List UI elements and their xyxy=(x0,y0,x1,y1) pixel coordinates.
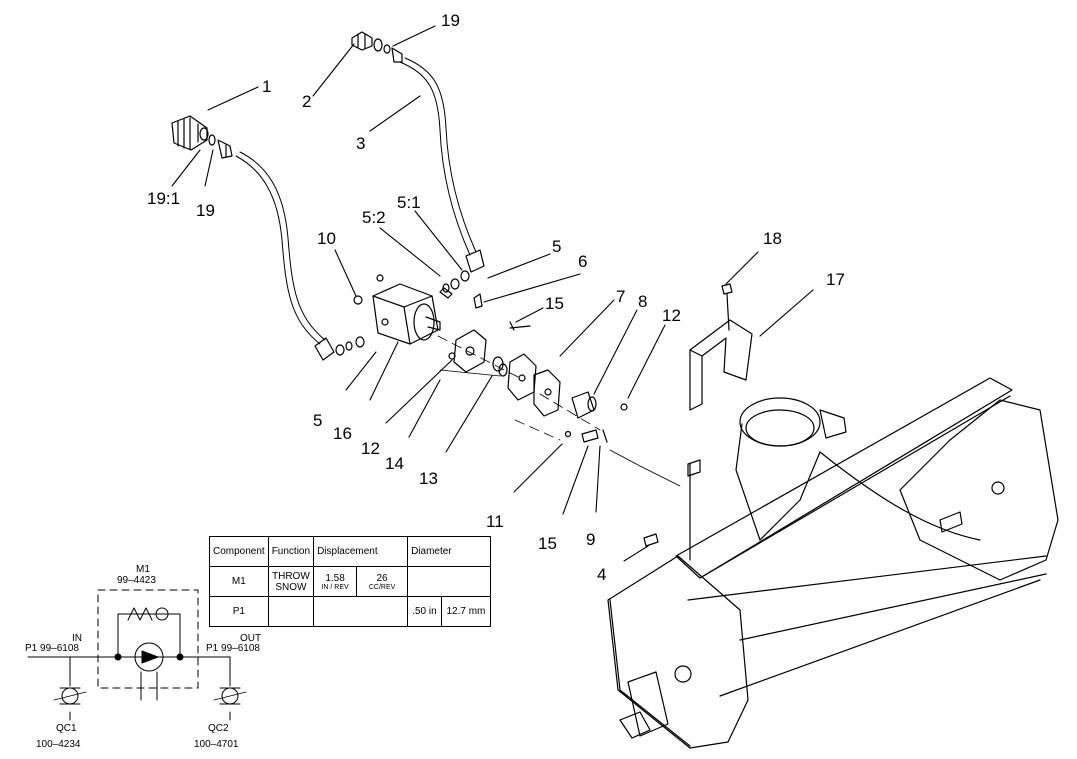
cell-diameter-empty xyxy=(407,566,492,597)
qc2-part-label: 100–4701 xyxy=(194,739,239,750)
component-spec-table: Component Function Displacement Diameter… xyxy=(209,536,492,627)
header-diameter: Diameter xyxy=(407,536,492,567)
cell-displacement-cc: 26 CC/REV xyxy=(356,566,409,597)
callout-3: 3 xyxy=(356,134,366,153)
callout-16: 16 xyxy=(333,424,352,443)
callout-5-top: 5 xyxy=(552,237,562,256)
callout-14: 14 xyxy=(385,454,404,473)
snowblower-housing xyxy=(607,377,1059,749)
callout-5-1: 5:1 xyxy=(397,193,421,212)
cell-displacement-in: 1.58 IN / REV xyxy=(313,566,358,597)
quick-coupler-1 xyxy=(171,115,233,159)
qc1-part-label: 100–4234 xyxy=(36,739,81,750)
hydraulic-motor xyxy=(353,274,441,345)
hose-left xyxy=(235,151,365,361)
header-displacement: Displacement xyxy=(313,536,409,567)
hydraulic-schematic xyxy=(27,589,247,721)
callout-10: 10 xyxy=(317,229,336,248)
callout-7: 7 xyxy=(616,287,626,306)
callout-19-top: 19 xyxy=(441,11,460,30)
callout-8: 8 xyxy=(638,292,648,311)
callout-9: 9 xyxy=(586,530,596,549)
displacement-cc-value: 26 xyxy=(376,572,388,584)
in-label: IN xyxy=(72,633,82,644)
table-row: M1 THROW SNOW 1.58 IN / REV 26 CC/REV xyxy=(209,566,492,597)
callout-17: 17 xyxy=(826,270,845,289)
displacement-in-unit: IN / REV xyxy=(321,583,349,591)
header-function: Function xyxy=(267,536,315,567)
function-line-1: THROW xyxy=(271,570,310,582)
out-line-label: P1 99–6108 xyxy=(206,643,260,654)
callout-11: 11 xyxy=(486,512,504,531)
motor-name-label: M1 xyxy=(136,564,150,575)
callout-15-top: 15 xyxy=(545,294,564,313)
in-line-label: P1 99–6108 xyxy=(25,643,79,654)
table-header-row: Component Function Displacement Diameter xyxy=(209,536,492,567)
function-line-2: SNOW xyxy=(275,581,307,593)
cell-diameter-in: .50 in xyxy=(407,596,442,627)
cell-function: THROW SNOW xyxy=(267,566,315,597)
callout-18: 18 xyxy=(763,229,782,248)
cell-diameter-mm: 12.7 mm xyxy=(440,596,492,627)
cell-component: M1 xyxy=(209,566,269,597)
out-label: OUT xyxy=(240,633,262,644)
callout-15-bottom: 15 xyxy=(538,534,557,553)
callout-6: 6 xyxy=(578,252,588,271)
chute-cover xyxy=(689,319,753,411)
callout-19-left: 19 xyxy=(196,201,215,220)
callout-13: 13 xyxy=(419,469,438,488)
callout-2: 2 xyxy=(302,92,312,111)
coupling-assembly xyxy=(448,321,628,443)
cell-function xyxy=(267,596,315,627)
leader-lines xyxy=(171,25,814,562)
qc1-name-label: QC1 xyxy=(56,723,77,734)
callout-4: 4 xyxy=(597,565,607,584)
callout-1: 1 xyxy=(262,77,272,96)
hose-right xyxy=(399,57,485,293)
motor-part-label: 99–4423 xyxy=(117,575,156,586)
header-component: Component xyxy=(209,536,269,567)
callout-5-2: 5:2 xyxy=(362,208,386,227)
table-row: P1 .50 in 12.7 mm xyxy=(209,596,492,627)
callout-19-1: 19:1 xyxy=(147,189,181,208)
small-fittings xyxy=(439,283,733,547)
quick-coupler-2 xyxy=(351,31,403,63)
callout-12-left: 12 xyxy=(361,439,380,458)
displacement-cc-unit: CC/REV xyxy=(368,583,396,591)
qc2-name-label: QC2 xyxy=(208,723,229,734)
callout-12-right: 12 xyxy=(662,306,681,325)
cell-component: P1 xyxy=(209,596,269,627)
callout-5-bottom: 5 xyxy=(313,411,323,430)
cell-displacement-empty xyxy=(313,596,409,627)
displacement-in-value: 1.58 xyxy=(325,572,345,584)
